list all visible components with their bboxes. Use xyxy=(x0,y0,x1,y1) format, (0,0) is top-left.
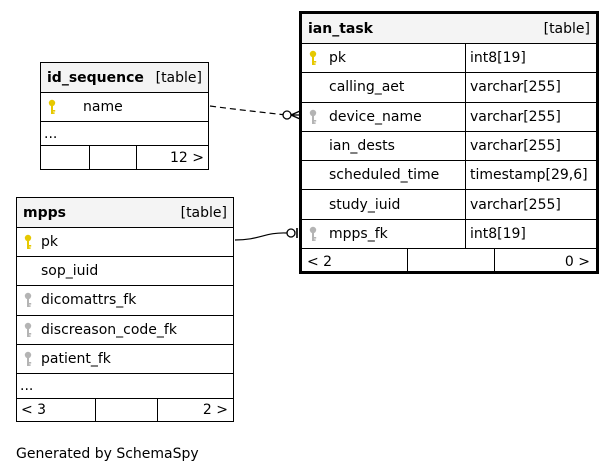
relationship-crowfoot xyxy=(290,110,301,120)
column-name: dicomattrs_fk xyxy=(41,292,137,309)
relationship-id-sequence-to-ian-task xyxy=(209,105,287,116)
column-type: int8[19] xyxy=(465,219,596,249)
column-name: sop_iuid xyxy=(41,263,99,280)
foreign-key-icon xyxy=(302,226,324,242)
table-more-columns: ... xyxy=(17,374,233,399)
footer-middle xyxy=(89,146,136,169)
table-footer: 12 > xyxy=(41,146,208,169)
column-row[interactable]: scheduled_time timestamp[29,6] xyxy=(302,161,596,191)
foreign-key-icon xyxy=(17,351,39,367)
primary-key-icon xyxy=(41,99,63,115)
column-name: name xyxy=(83,99,123,115)
column-row[interactable]: pk int8[19] xyxy=(302,44,596,74)
column-name: device_name xyxy=(329,108,422,125)
footer-parents xyxy=(41,146,89,169)
footer-parents: < 2 xyxy=(307,253,333,270)
primary-key-icon xyxy=(302,50,324,66)
column-type: int8[19] xyxy=(465,44,596,73)
footer-parents: < 3 xyxy=(21,402,47,419)
relationship-optional-marker xyxy=(282,110,292,120)
table-kind: [table] xyxy=(180,204,227,221)
table-header: mpps [table] xyxy=(17,198,233,228)
table-footer: < 3 2 > xyxy=(17,398,233,422)
table-id-sequence[interactable]: id_sequence [table] name ... 12 > xyxy=(40,62,209,170)
footer-children: 0 > xyxy=(494,249,596,275)
column-name: pk xyxy=(329,50,346,67)
column-name: ian_dests xyxy=(329,138,395,155)
table-name: id_sequence xyxy=(47,69,144,86)
primary-key-icon xyxy=(17,234,39,250)
relationship-optional-marker xyxy=(286,228,296,238)
table-kind: [table] xyxy=(155,69,202,86)
column-row[interactable]: discreason_code_fk xyxy=(17,316,233,345)
relationship-mpps-to-ian-task xyxy=(234,232,288,241)
footer-middle xyxy=(407,249,494,275)
column-row[interactable]: patient_fk xyxy=(17,345,233,374)
column-row[interactable]: calling_aet varchar[255] xyxy=(302,73,596,103)
foreign-key-icon xyxy=(302,109,324,125)
footer-middle xyxy=(95,398,157,422)
column-type: varchar[255] xyxy=(465,73,596,102)
column-name: mpps_fk xyxy=(329,225,388,242)
column-row[interactable]: pk xyxy=(17,228,233,258)
column-row[interactable]: study_iuid varchar[255] xyxy=(302,190,596,220)
table-footer: < 2 0 > xyxy=(302,249,596,275)
table-name: ian_task xyxy=(308,20,373,37)
generated-by-label: Generated by SchemaSpy xyxy=(16,446,199,462)
column-row[interactable]: mpps_fk int8[19] xyxy=(302,219,596,250)
column-row[interactable]: ian_dests varchar[255] xyxy=(302,131,596,162)
column-type: varchar[255] xyxy=(465,131,596,161)
column-type: timestamp[29,6] xyxy=(465,161,596,190)
column-row[interactable]: device_name varchar[255] xyxy=(302,102,596,132)
foreign-key-icon xyxy=(17,322,39,338)
table-more-columns: ... xyxy=(41,122,208,146)
column-name: calling_aet xyxy=(329,79,405,96)
column-name: pk xyxy=(41,234,58,251)
table-name: mpps xyxy=(23,204,66,221)
foreign-key-icon xyxy=(17,292,39,308)
footer-children: 12 > xyxy=(136,146,208,169)
column-type: varchar[255] xyxy=(465,102,596,131)
table-header: id_sequence [table] xyxy=(41,63,208,93)
column-name: discreason_code_fk xyxy=(41,321,177,338)
column-row[interactable]: dicomattrs_fk xyxy=(17,286,233,316)
column-name: study_iuid xyxy=(329,196,401,213)
column-name: patient_fk xyxy=(41,350,111,367)
table-kind: [table] xyxy=(543,20,590,37)
column-name: scheduled_time xyxy=(329,167,440,184)
column-type: varchar[255] xyxy=(465,190,596,219)
column-row[interactable]: sop_iuid xyxy=(17,257,233,287)
table-header: ian_task [table] xyxy=(302,14,596,44)
column-row[interactable]: name xyxy=(41,93,208,122)
footer-children: 2 > xyxy=(157,398,233,422)
